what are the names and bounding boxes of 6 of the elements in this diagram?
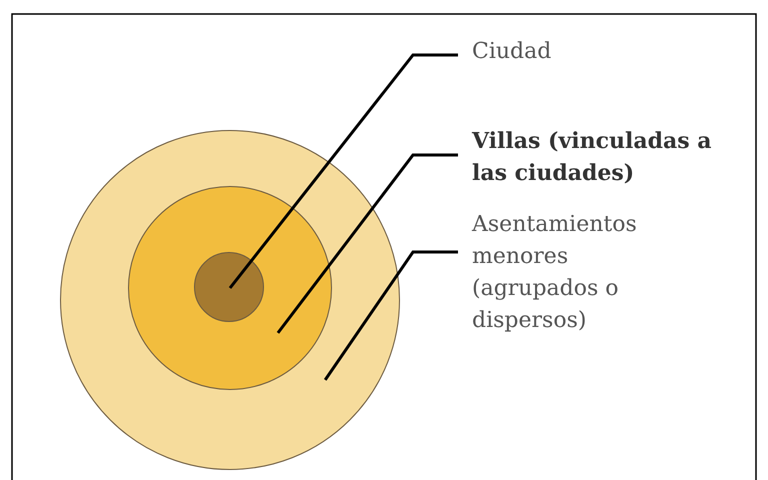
leader-line — [228, 54, 458, 289]
leader-label: Ciudad — [458, 36, 672, 68]
leader-line — [276, 154, 458, 334]
leader-label: Asentamientos menores (agrupados o dispersos) — [458, 209, 662, 337]
leader-label: Villas (vinculadas a las ciudades) — [458, 125, 752, 189]
leader-line — [324, 250, 458, 381]
